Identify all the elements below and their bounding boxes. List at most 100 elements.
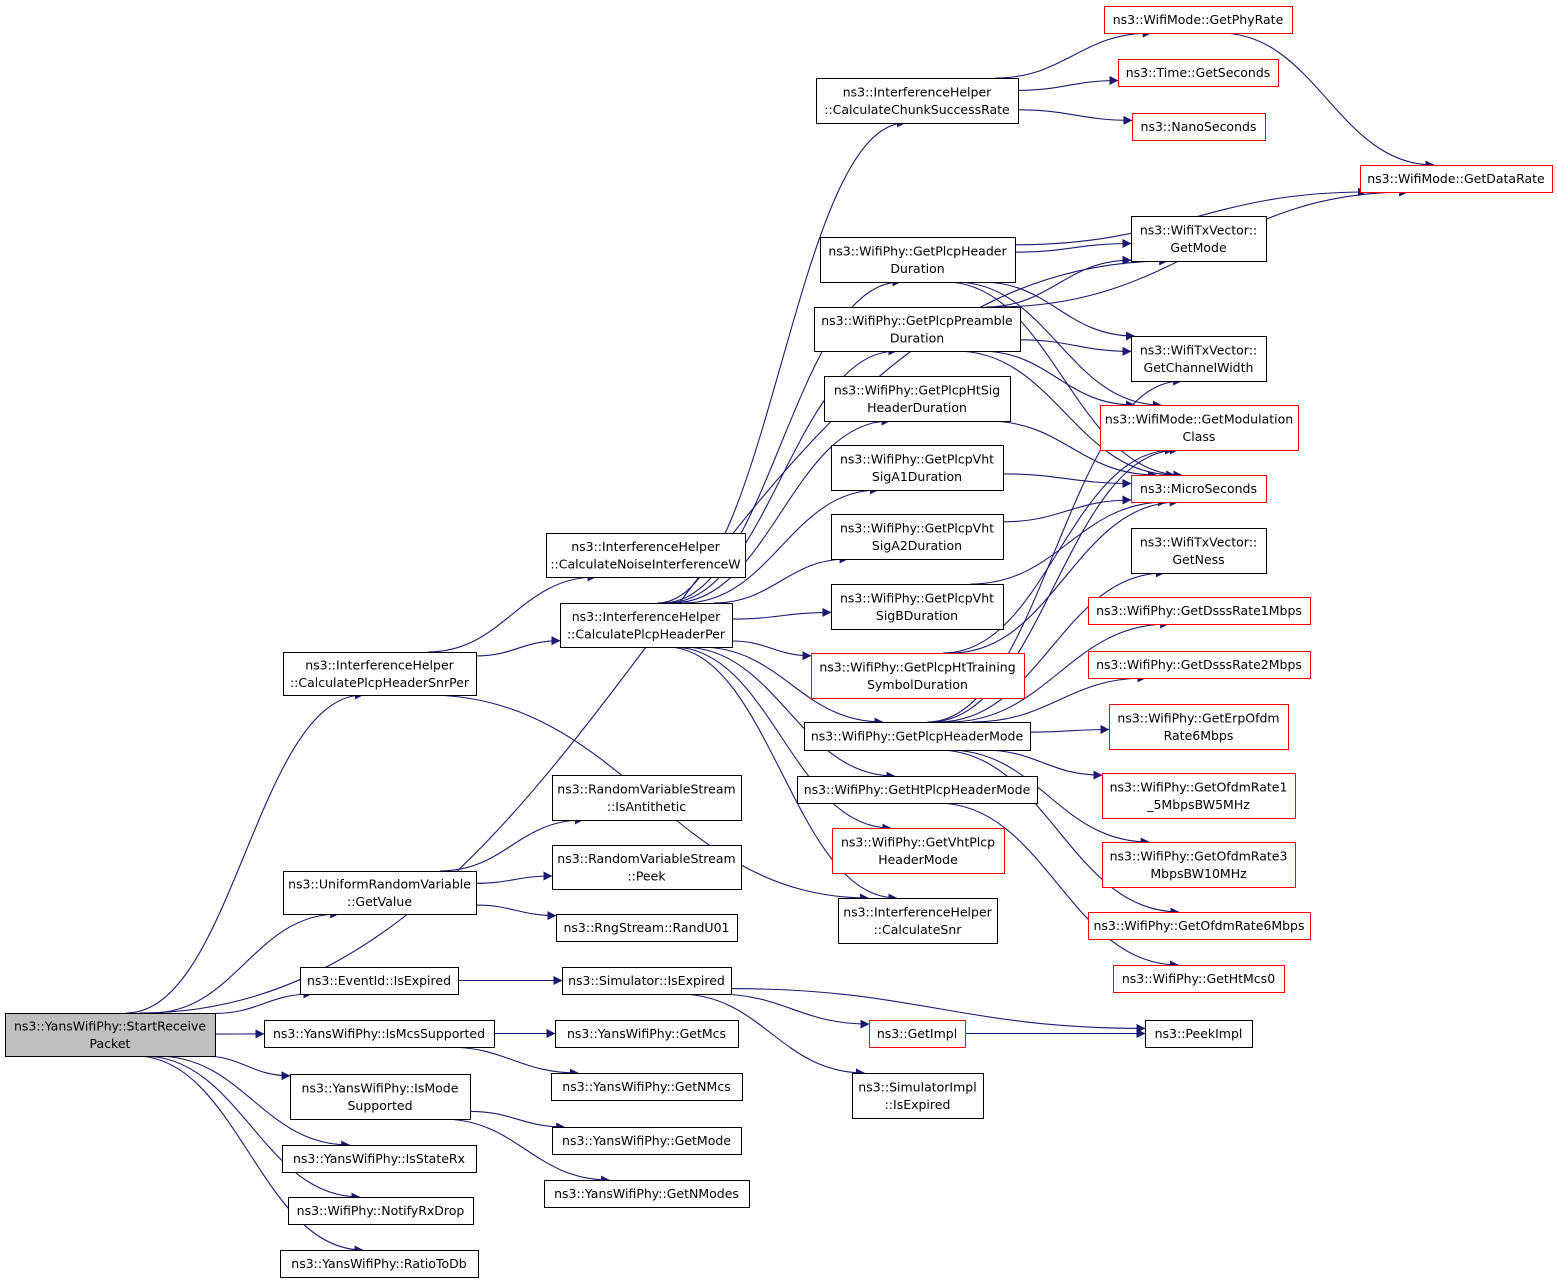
node-box xyxy=(797,776,1038,804)
node-box xyxy=(1102,842,1296,888)
node-rngstream-randu01[interactable]: ns3::RngStream::RandU01 xyxy=(556,914,738,942)
edge-calc_plcp_header_per-to-get_plcp_vht_siga1 xyxy=(683,485,879,604)
node-eventid-is-expired[interactable]: ns3::EventId::IsExpired xyxy=(300,967,459,995)
node-box xyxy=(544,1180,750,1208)
node-label: ns3::WifiPhy::GetPlcpVht xyxy=(840,451,994,466)
node-wifimode-get-phy-rate[interactable]: ns3::WifiMode::GetPhyRate xyxy=(1104,6,1293,34)
node-peek-impl[interactable]: ns3::PeekImpl xyxy=(1145,1020,1253,1048)
node-label: ns3::InterferenceHelper xyxy=(305,657,454,672)
node-calc-plcp-header-per[interactable]: ns3::InterferenceHelper::CalculatePlcpHe… xyxy=(560,603,733,648)
node-label: ::Peek xyxy=(627,868,666,883)
nodes-layer: ns3::YansWifiPhy::StartReceivePacketns3:… xyxy=(5,6,1553,1278)
edge-get_plcp_header_mode-to-get_dsss_rate_2 xyxy=(972,673,1147,723)
edge-calc_plcp_header_snr_per-to-calc_plcp_header_per xyxy=(475,636,561,657)
node-label: ns3::WifiPhy::GetPlcpHeaderMode xyxy=(811,729,1024,744)
node-label: HeaderDuration xyxy=(867,400,967,415)
node-box xyxy=(546,533,746,578)
node-box xyxy=(831,514,1004,560)
node-calculate-snr[interactable]: ns3::InterferenceHelper::CalculateSnr xyxy=(838,898,998,944)
node-box xyxy=(816,78,1019,124)
node-box xyxy=(555,1020,739,1048)
node-calc-chunk-success[interactable]: ns3::InterferenceHelper::CalculateChunkS… xyxy=(816,78,1019,124)
node-label: ns3::InterferenceHelper xyxy=(843,84,992,99)
node-box xyxy=(1102,773,1296,819)
node-txvector-get-mode[interactable]: ns3::WifiTxVector::GetMode xyxy=(1131,216,1267,262)
node-yans-get-nmodes[interactable]: ns3::YansWifiPhy::GetNModes xyxy=(544,1180,750,1208)
node-box xyxy=(1088,912,1311,940)
node-label: ns3::MicroSeconds xyxy=(1140,481,1257,496)
node-label: Rate6Mbps xyxy=(1164,728,1234,743)
node-get-dsss-rate-1[interactable]: ns3::WifiPhy::GetDsssRate1Mbps xyxy=(1088,597,1311,625)
edge-get_plcp_header_duration-to-txvector_get_mode xyxy=(1014,239,1132,253)
edge-simulator_is_expired-to-get_impl xyxy=(715,993,870,1029)
node-time-get-seconds[interactable]: ns3::Time::GetSeconds xyxy=(1118,59,1279,87)
node-get-plcp-header-mode[interactable]: ns3::WifiPhy::GetPlcpHeaderMode xyxy=(804,722,1031,751)
node-label: ::IsAntithetic xyxy=(607,799,686,814)
edge-calc_plcp_header_per-to-get_vht_plcp_header_mode xyxy=(672,646,892,833)
edge-calc_chunk_success-to-nanoseconds xyxy=(1017,109,1133,125)
edge-get_plcp_preamble_duration-to-txvector_get_mode xyxy=(985,255,1132,308)
node-label: ns3::YansWifiPhy::IsMcsSupported xyxy=(273,1026,485,1041)
node-label: MbpsBW10MHz xyxy=(1150,866,1247,881)
node-txvector-get-ness[interactable]: ns3::WifiTxVector::GetNess xyxy=(1131,528,1267,574)
edge-uniform_get_value-to-rvs_is_antithetic xyxy=(439,815,584,872)
edge-calc_plcp_header_per-to-get_plcp_header_duration xyxy=(662,277,902,604)
node-notify-rx-drop[interactable]: ns3::WifiPhy::NotifyRxDrop xyxy=(288,1197,474,1225)
edge-calc_chunk_success-to-time_get_seconds xyxy=(1017,76,1119,91)
edge-get_plcp_ht_training-to-microseconds xyxy=(951,497,1179,654)
node-label: GetMode xyxy=(1170,240,1227,255)
node-nanoseconds[interactable]: ns3::NanoSeconds xyxy=(1132,113,1266,141)
edge-calc_plcp_header_per-to-calculate_snr xyxy=(666,646,898,903)
node-label: Class xyxy=(1183,429,1216,444)
node-is-mcs-supported[interactable]: ns3::YansWifiPhy::IsMcsSupported xyxy=(264,1020,495,1048)
node-get-ht-plcp-header-mode[interactable]: ns3::WifiPhy::GetHtPlcpHeaderMode xyxy=(797,776,1038,804)
edge-is_mcs_supported-to-yans_get_nmcs xyxy=(447,1046,579,1078)
node-calc-noise-interference[interactable]: ns3::InterferenceHelper::CalculateNoiseI… xyxy=(546,533,746,578)
node-box xyxy=(5,1013,216,1057)
node-get-ofdm-6[interactable]: ns3::WifiPhy::GetOfdmRate6Mbps xyxy=(1088,912,1311,940)
node-label: ns3::WifiTxVector:: xyxy=(1140,534,1257,549)
edge-uniform_get_value-to-rvs_peek xyxy=(475,871,553,884)
node-ratio-to-db[interactable]: ns3::YansWifiPhy::RatioToDb xyxy=(280,1250,479,1278)
node-is-state-rx[interactable]: ns3::YansWifiPhy::IsStateRx xyxy=(282,1145,477,1173)
node-rvs-is-antithetic[interactable]: ns3::RandomVariableStream::IsAntithetic xyxy=(552,775,742,821)
node-get-ht-mcs0[interactable]: ns3::WifiPhy::GetHtMcs0 xyxy=(1113,965,1285,993)
node-yans-get-nmcs[interactable]: ns3::YansWifiPhy::GetNMcs xyxy=(551,1073,743,1101)
node-yans-get-mode[interactable]: ns3::YansWifiPhy::GetMode xyxy=(552,1127,742,1155)
node-label: Packet xyxy=(90,1036,131,1051)
node-uniform-get-value[interactable]: ns3::UniformRandomVariable::GetValue xyxy=(283,871,477,915)
node-get-impl[interactable]: ns3::GetImpl xyxy=(869,1020,966,1048)
node-label: ns3::RandomVariableStream xyxy=(557,781,735,796)
edge-start_receive-to-is_state_rx xyxy=(156,1055,351,1150)
node-label: ns3::YansWifiPhy::GetNMcs xyxy=(562,1079,730,1094)
node-get-dsss-rate-2[interactable]: ns3::WifiPhy::GetDsssRate2Mbps xyxy=(1088,651,1311,679)
node-rvs-peek[interactable]: ns3::RandomVariableStream::Peek xyxy=(552,845,742,890)
node-box xyxy=(288,1197,474,1225)
node-simulator-is-expired[interactable]: ns3::Simulator::IsExpired xyxy=(562,967,732,995)
node-box xyxy=(280,1250,479,1278)
node-simulatorimpl-is-expired[interactable]: ns3::SimulatorImpl::IsExpired xyxy=(852,1073,984,1119)
node-calc-plcp-header-snr-per[interactable]: ns3::InterferenceHelper::CalculatePlcpHe… xyxy=(283,652,477,696)
node-yans-get-mcs[interactable]: ns3::YansWifiPhy::GetMcs xyxy=(555,1020,739,1048)
node-box xyxy=(838,898,998,944)
node-wifimode-get-data-rate[interactable]: ns3::WifiMode::GetDataRate xyxy=(1360,165,1553,193)
node-label: ::GetValue xyxy=(347,894,412,909)
node-microseconds[interactable]: ns3::MicroSeconds xyxy=(1131,475,1267,503)
node-label: SigA1Duration xyxy=(872,469,962,484)
node-get-ofdm-1-5[interactable]: ns3::WifiPhy::GetOfdmRate1_5MbpsBW5MHz xyxy=(1102,773,1296,819)
node-label: ns3::WifiPhy::GetVhtPlcp xyxy=(841,834,995,849)
node-get-plcp-ht-training[interactable]: ns3::WifiPhy::GetPlcpHtTrainingSymbolDur… xyxy=(811,653,1025,699)
node-txvector-get-channel-width[interactable]: ns3::WifiTxVector::GetChannelWidth xyxy=(1131,336,1267,382)
